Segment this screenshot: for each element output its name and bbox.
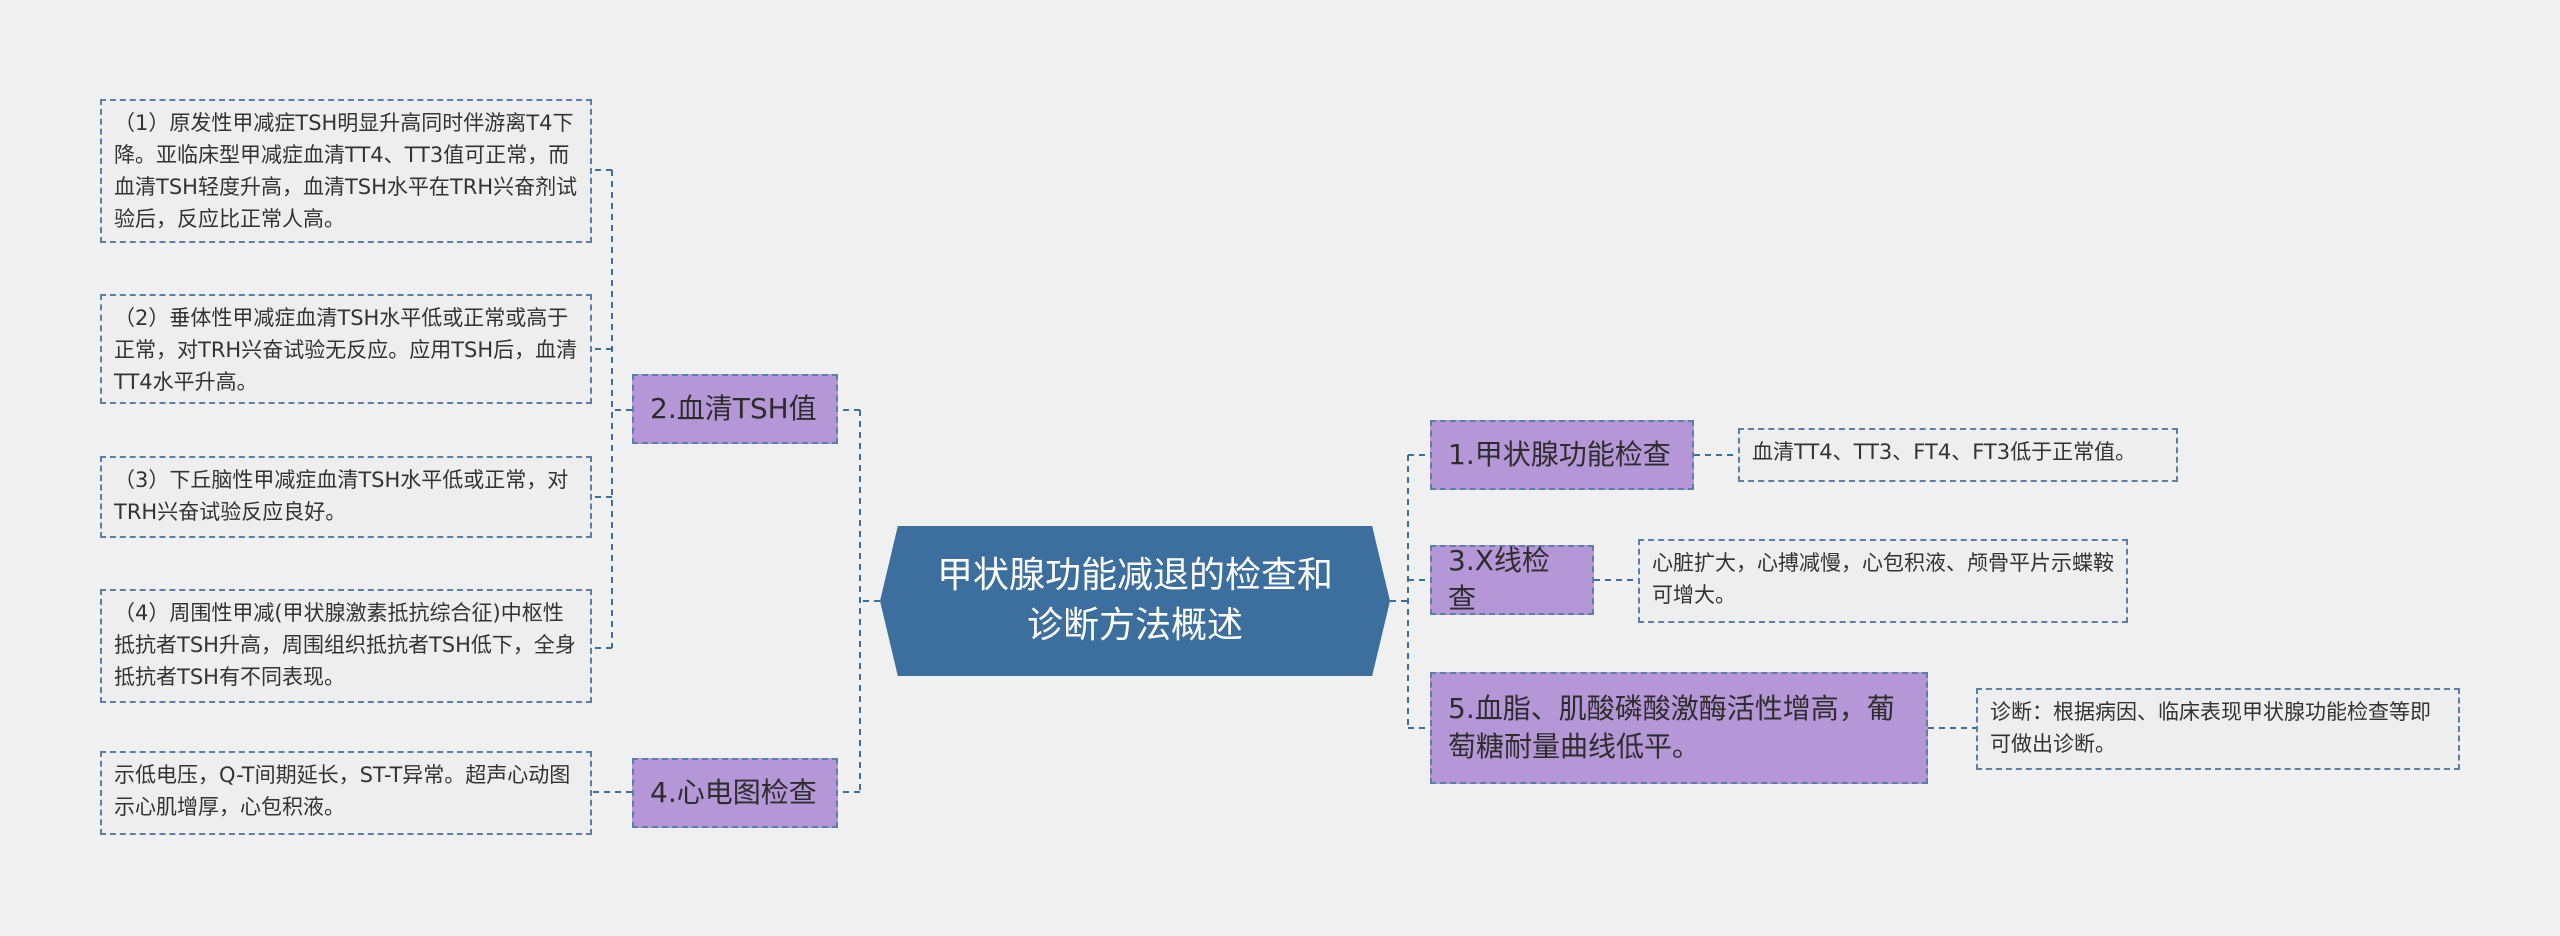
leaf-tsh-pituitary-text: （2）垂体性甲减症血清TSH水平低或正常或高于正常，对TRH兴奋试验无反应。应用… (114, 306, 578, 394)
branch-lipids-label: 5.血脂、肌酸磷酸激酶活性增高，葡萄糖耐量曲线低平。 (1448, 692, 1895, 763)
branch-xray-label: 3.X线检查 (1448, 544, 1550, 615)
branch-ecg-label: 4.心电图检查 (650, 776, 817, 809)
leaf-diagnosis[interactable]: 诊断：根据病因、临床表现甲状腺功能检查等即可做出诊断。 (1976, 688, 2460, 770)
branch-xray[interactable]: 3.X线检查 (1430, 544, 1594, 615)
leaf-xray[interactable]: 心脏扩大，心搏减慢，心包积液、颅骨平片示蝶鞍可增大。 (1638, 539, 2128, 623)
branch-thyroid-function[interactable]: 1.甲状腺功能检查 (1430, 420, 1694, 490)
leaf-tsh-pituitary[interactable]: （2）垂体性甲减症血清TSH水平低或正常或高于正常，对TRH兴奋试验无反应。应用… (100, 294, 592, 404)
leaf-diagnosis-text: 诊断：根据病因、临床表现甲状腺功能检查等即可做出诊断。 (1990, 700, 2431, 756)
branch-serum-tsh[interactable]: 2.血清TSH值 (632, 374, 838, 444)
leaf-xray-text: 心脏扩大，心搏减慢，心包积液、颅骨平片示蝶鞍可增大。 (1652, 551, 2114, 607)
leaf-tsh-peripheral-text: （4）周围性甲减(甲状腺激素抵抗综合征)中枢性抵抗者TSH升高，周围组织抵抗者T… (114, 601, 576, 689)
branch-serum-tsh-label: 2.血清TSH值 (650, 392, 817, 425)
central-topic[interactable]: 甲状腺功能减退的检查和诊断方法概述 (880, 526, 1390, 676)
leaf-thyroid-function-text: 血清TT4、TT3、FT4、FT3低于正常值。 (1752, 440, 2137, 464)
branch-thyroid-function-label: 1.甲状腺功能检查 (1448, 438, 1671, 471)
leaf-tsh-hypothalamic[interactable]: （3）下丘脑性甲减症血清TSH水平低或正常，对TRH兴奋试验反应良好。 (100, 456, 592, 538)
central-topic-label: 甲状腺功能减退的检查和诊断方法概述 (936, 555, 1333, 646)
leaf-tsh-hypothalamic-text: （3）下丘脑性甲减症血清TSH水平低或正常，对TRH兴奋试验反应良好。 (114, 468, 569, 524)
branch-lipids[interactable]: 5.血脂、肌酸磷酸激酶活性增高，葡萄糖耐量曲线低平。 (1430, 672, 1928, 784)
branch-ecg[interactable]: 4.心电图检查 (632, 758, 838, 828)
leaf-tsh-peripheral[interactable]: （4）周围性甲减(甲状腺激素抵抗综合征)中枢性抵抗者TSH升高，周围组织抵抗者T… (100, 589, 592, 703)
leaf-tsh-primary-text: （1）原发性甲减症TSH明显升高同时伴游离T4下降。亚临床型甲减症血清TT4、T… (114, 111, 578, 231)
leaf-ecg-text: 示低电压，Q-T间期延长，ST-T异常。超声心动图示心肌增厚，心包积液。 (114, 763, 571, 819)
leaf-ecg[interactable]: 示低电压，Q-T间期延长，ST-T异常。超声心动图示心肌增厚，心包积液。 (100, 751, 592, 835)
leaf-tsh-primary[interactable]: （1）原发性甲减症TSH明显升高同时伴游离T4下降。亚临床型甲减症血清TT4、T… (100, 99, 592, 243)
leaf-thyroid-function[interactable]: 血清TT4、TT3、FT4、FT3低于正常值。 (1738, 428, 2178, 482)
